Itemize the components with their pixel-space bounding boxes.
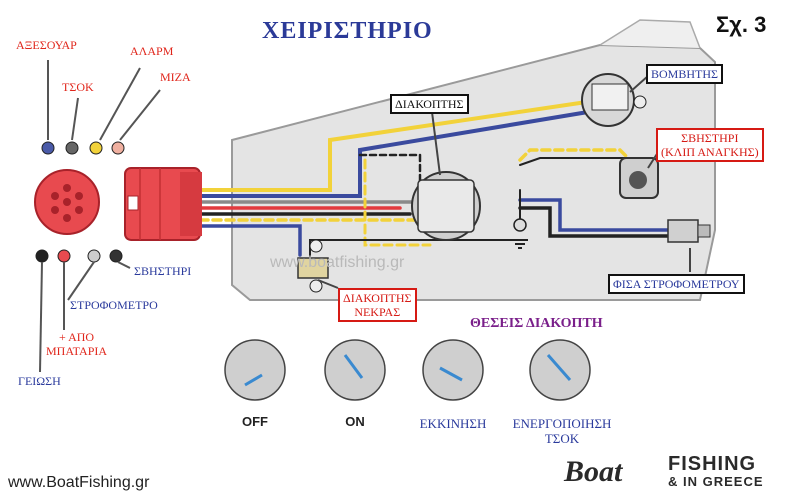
label-tachometer: ΣΤΡΟΦΟΜΕΤΡΟ (70, 298, 158, 312)
neutral-switch-device (297, 239, 329, 293)
positions-title: ΘΕΣΕΙΣ ΔΙΑΚΟΠΤΗ (470, 316, 603, 331)
buzzer-device (581, 73, 647, 127)
position-on: ON (345, 414, 365, 429)
ignition-switch (411, 171, 481, 241)
position-choke: ΕΝΕΡΓΟΠΟΙΗΣΗ ΤΣΟΚ (512, 416, 612, 446)
control-box-lever (599, 19, 701, 49)
label-kill: ΣΒΗΣΤΗΡΙ (134, 264, 192, 278)
switch-position-icons (224, 339, 591, 401)
ground-screw (513, 218, 527, 232)
harness-connector (124, 167, 202, 241)
kill-clip-device (619, 157, 659, 199)
box-neutral-switch: ΔΙΑΚΟΠΤΗΣ ΝΕΚΡΑΣ (338, 288, 417, 322)
callout-lines (317, 75, 691, 289)
logo-top: FISHING (668, 453, 757, 475)
footer-url: www.BoatFishing.gr (8, 474, 150, 491)
box-buzzer: ΒΟΜΒΗΤΗΣ (646, 64, 723, 84)
label-ground: ΓΕΙΩΣΗ (18, 374, 61, 388)
box-kill-clip: ΣΒΗΣΤΗΡΙ (ΚΛΙΠ ΑΝΑΓΚΗΣ) (656, 128, 764, 162)
tach-plug-device (667, 219, 711, 243)
main-harness (198, 98, 692, 261)
logo-bottom: & IN GREECE (668, 474, 764, 489)
position-off: OFF (242, 414, 268, 429)
box-switch: ΔΙΑΚΟΠΤΗΣ (390, 94, 469, 114)
label-choke: ΤΣΟΚ (62, 80, 94, 94)
plug-face (34, 169, 100, 235)
label-starter: ΜΙΖΑ (160, 70, 191, 84)
box-tach-plug: ΦΙΣΑ ΣΤΡΟΦΟΜΕΤΡΟΥ (608, 274, 745, 294)
diagram-title: ΧΕΙΡΙΣΤΗΡΙΟ (262, 18, 433, 44)
label-battery: + ΑΠΟ ΜΠΑΤΑΡΙΑ (46, 330, 108, 358)
ground-symbol (512, 239, 528, 249)
label-accessory: ΑΞΕΣΟΥΑΡ (16, 38, 77, 52)
leader-lines (39, 60, 161, 373)
logo-main: Boat (564, 455, 623, 488)
position-start: ΕΚΚΙΝΗΣΗ (419, 416, 487, 431)
watermark: www.boatfishing.gr (270, 254, 405, 271)
figure-label: Σχ. 3 (716, 12, 767, 37)
label-alarm: ΑΛΑΡΜ (130, 44, 174, 58)
pin-dots (35, 141, 125, 263)
